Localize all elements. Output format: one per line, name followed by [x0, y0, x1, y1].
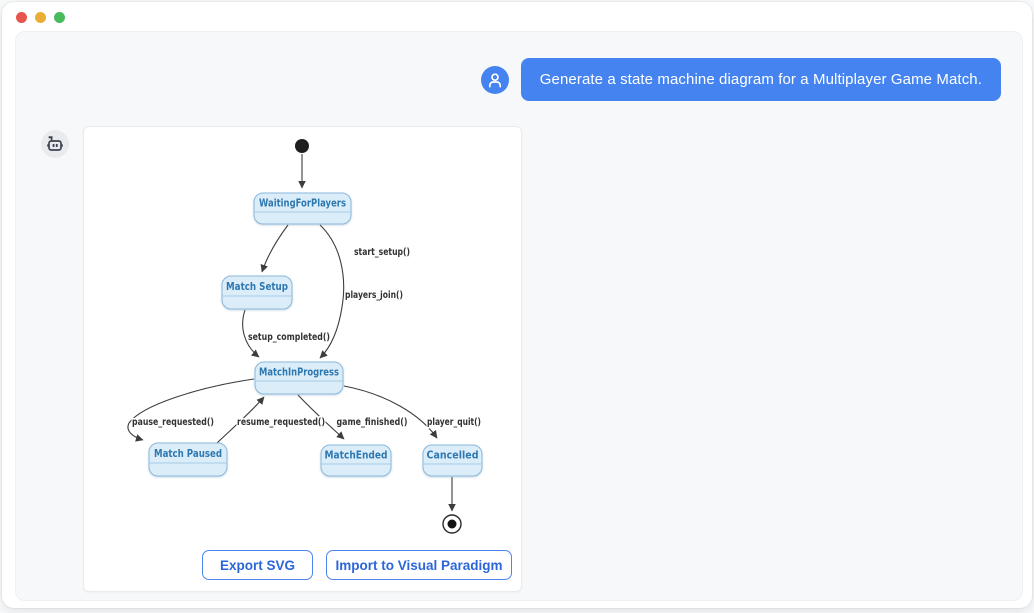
transition-game-finished [297, 394, 345, 440]
transition-label-pause-requested: pause_requested() [132, 417, 214, 428]
user-message-row: Generate a state machine diagram for a M… [480, 58, 1001, 101]
initial-state [295, 139, 309, 153]
transition-label-start-setup: start_setup() [354, 247, 410, 258]
transition-label-player-quit: player_quit() [427, 417, 481, 428]
state-match-paused: Match Paused [148, 442, 228, 477]
state-name-match-paused: Match Paused [154, 447, 222, 460]
transition-player-quit [343, 385, 438, 439]
robot-icon [47, 136, 63, 151]
transition-label-setup-completed: setup_completed() [248, 332, 330, 343]
export-svg-button[interactable]: Export SVG [202, 550, 313, 580]
window-titlebar [2, 2, 1032, 32]
bot-avatar [41, 130, 69, 158]
transition-start-setup [260, 224, 289, 273]
final-state [442, 514, 462, 534]
state-name-match-in-progress: MatchInProgress [259, 366, 339, 379]
import-visual-paradigm-button[interactable]: Import to Visual Paradigm [326, 550, 512, 580]
state-match-in-progress: MatchInProgress [254, 361, 344, 395]
transition-label-game-finished: game_finished() [337, 417, 408, 428]
zoom-window-button[interactable] [54, 12, 65, 23]
state-name-match-ended: MatchEnded [325, 449, 388, 462]
transition-resume-requested [216, 396, 265, 444]
transition-pause-requested [127, 378, 255, 442]
state-waiting-for-players: WaitingForPlayers [253, 192, 352, 225]
transition-players-join [319, 224, 345, 359]
minimize-window-button[interactable] [35, 12, 46, 23]
state-name-waiting-for-players: WaitingForPlayers [259, 197, 346, 210]
transition-label-players-join: players_join() [345, 290, 403, 301]
person-icon [488, 72, 501, 87]
state-cancelled: Cancelled [422, 444, 483, 477]
close-window-button[interactable] [16, 12, 27, 23]
state-match-ended: MatchEnded [320, 444, 392, 477]
transition-label-resume-requested: resume_requested() [237, 417, 325, 428]
chat-panel: Generate a state machine diagram for a M… [15, 31, 1023, 601]
user-message-bubble: Generate a state machine diagram for a M… [520, 58, 1001, 101]
transition-setup-completed [242, 309, 260, 358]
state-name-cancelled: Cancelled [427, 449, 479, 462]
state-name-match-setup: Match Setup [226, 280, 288, 293]
state-machine-diagram: start_setup() players_join() setup_compl… [127, 139, 483, 534]
diagram-card: start_setup() players_join() setup_compl… [83, 126, 522, 592]
state-match-setup: Match Setup [221, 275, 293, 310]
user-avatar [480, 65, 509, 94]
